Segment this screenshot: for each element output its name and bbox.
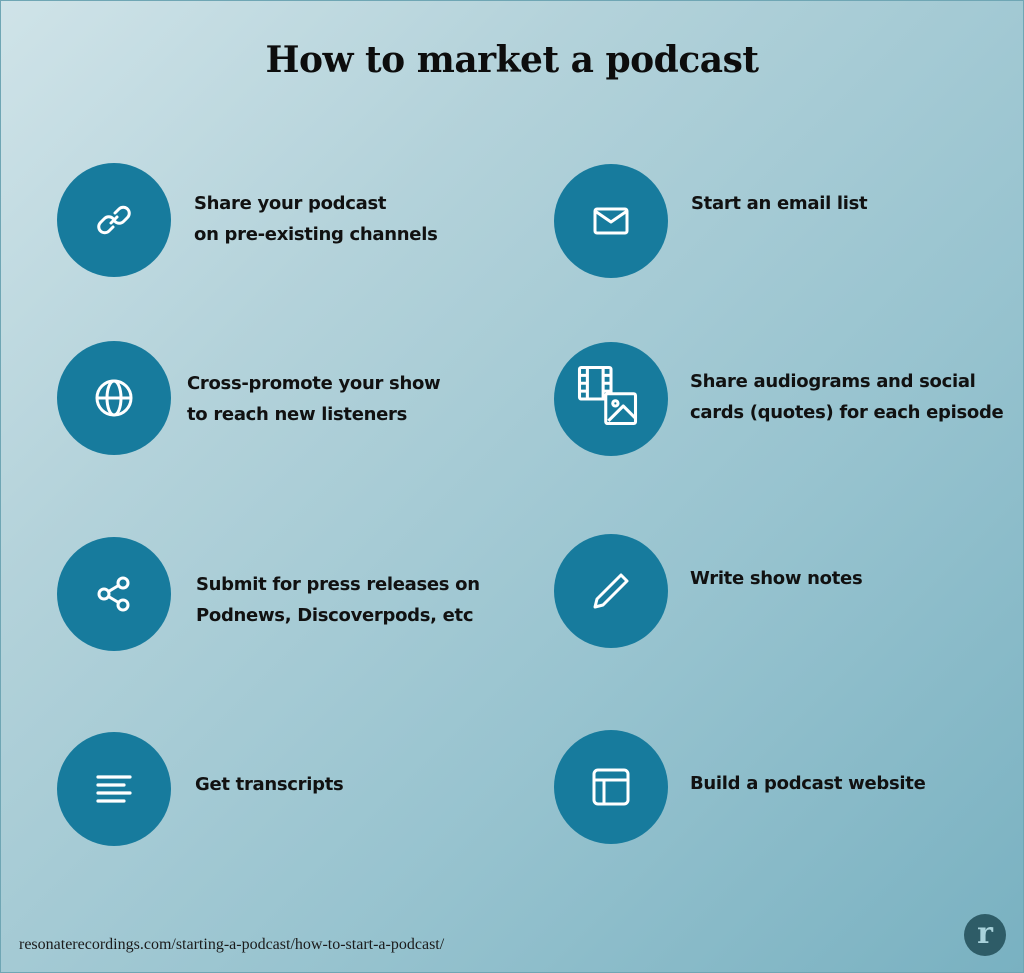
tip-show-notes: Write show notes: [554, 534, 1014, 654]
tip-email-list: Start an email list: [554, 164, 1014, 284]
resonate-logo: r: [964, 914, 1006, 956]
tip-label: Write show notes: [690, 568, 863, 589]
tip-label: Build a podcast website: [690, 773, 926, 794]
page-title: How to market a podcast: [265, 39, 759, 81]
tip-audiograms: Share audiograms and social cards (quote…: [554, 342, 1014, 462]
link-icon: [57, 163, 171, 277]
tip-label: Submit for press releases on Podnews, Di…: [196, 574, 480, 626]
tip-label: Cross-promote your show to reach new lis…: [187, 373, 441, 425]
tip-website: Build a podcast website: [554, 730, 1014, 850]
text-lines-icon: [57, 732, 171, 846]
tip-share-channels: Share your podcast on pre-existing chann…: [57, 163, 517, 283]
pencil-icon: [554, 534, 668, 648]
globe-icon: [57, 341, 171, 455]
layout-icon: [554, 730, 668, 844]
tip-label: Start an email list: [691, 193, 868, 214]
tip-label: Share your podcast on pre-existing chann…: [194, 193, 438, 245]
film-image-icon: [554, 342, 668, 456]
source-url: resonaterecordings.com/starting-a-podcas…: [19, 936, 445, 953]
tip-label: Get transcripts: [195, 774, 344, 795]
tip-cross-promote: Cross-promote your show to reach new lis…: [57, 341, 517, 461]
tip-press-releases: Submit for press releases on Podnews, Di…: [57, 537, 517, 657]
tip-transcripts: Get transcripts: [57, 732, 517, 852]
tip-label: Share audiograms and social cards (quote…: [690, 371, 1004, 423]
share-icon: [57, 537, 171, 651]
mail-icon: [554, 164, 668, 278]
